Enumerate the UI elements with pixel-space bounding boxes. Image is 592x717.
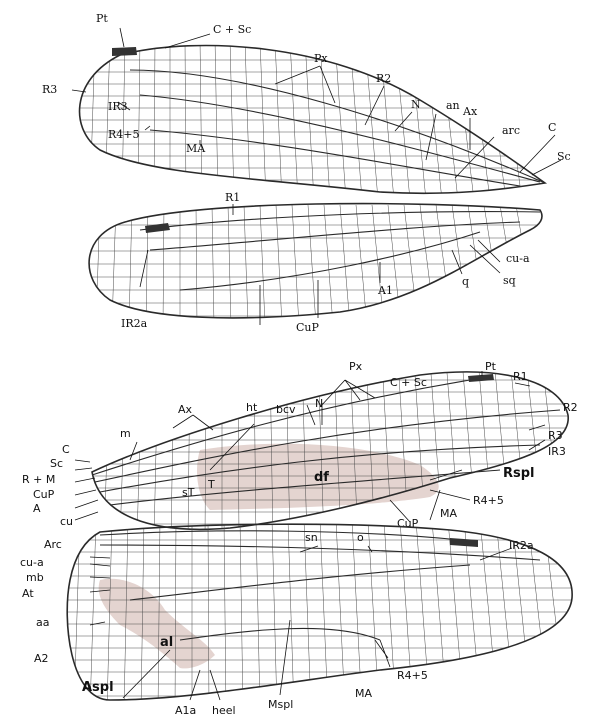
pterostigma-shape xyxy=(145,223,170,233)
label-t: T xyxy=(207,478,215,491)
label-a: A xyxy=(33,502,41,515)
label-st: sT xyxy=(182,486,195,499)
label-cup: CuP xyxy=(296,321,320,334)
label-sc: Sc xyxy=(50,457,63,470)
label-ir2a: IR2a xyxy=(509,539,534,552)
label-ir2a: IR2a xyxy=(121,317,148,330)
label-pt: Pt xyxy=(96,12,108,25)
bottom-forewing xyxy=(80,360,580,540)
label-r2: R2 xyxy=(376,72,391,85)
label-a2: A2 xyxy=(34,652,49,665)
label-mb: mb xyxy=(26,571,44,584)
bottom-hindwing xyxy=(60,520,580,710)
label-r-m: R + M xyxy=(22,473,55,486)
label-c: C xyxy=(548,121,556,134)
label-mspl: Mspl xyxy=(268,698,293,711)
label-a1a: A1a xyxy=(175,704,196,717)
label-r2: R2 xyxy=(563,401,578,414)
label-sn: sn xyxy=(305,531,318,544)
label-at: At xyxy=(22,587,34,600)
label-sq: sq xyxy=(503,274,516,287)
label-al: al xyxy=(160,635,173,650)
top-hindwing xyxy=(80,204,560,325)
label-arc: Arc xyxy=(44,538,62,551)
label-c-sc: C + Sc xyxy=(213,23,251,36)
label-an: an xyxy=(446,99,460,112)
label-cu-a: cu-a xyxy=(20,556,44,569)
label-n: N xyxy=(411,98,421,111)
label-a1: A1 xyxy=(377,284,393,297)
label-cu-a: cu-a xyxy=(506,252,530,265)
label-ir3: IR3 xyxy=(548,445,566,458)
label-ma: MA xyxy=(355,687,372,700)
top-hindwing-labels: R1 cu-a sq q IR2a A1 CuP xyxy=(121,191,530,334)
top-hindwing-leaders xyxy=(140,204,500,325)
label-pt: Pt xyxy=(485,360,497,373)
label-o: o xyxy=(357,531,364,544)
label-ax: Ax xyxy=(462,105,478,118)
label-r1: R1 xyxy=(513,370,528,383)
label-c: C xyxy=(62,443,70,456)
label-px: Px xyxy=(349,360,363,373)
label-r3: R3 xyxy=(548,429,563,442)
pterostigma-shape xyxy=(450,538,478,547)
label-r45: R4+5 xyxy=(473,494,504,507)
label-cup: CuP xyxy=(33,488,55,501)
label-n: N xyxy=(315,397,323,410)
label-sc: Sc xyxy=(557,150,571,163)
label-cu: cu xyxy=(60,515,73,528)
label-r45: R4+5 xyxy=(108,128,140,141)
label-ax: Ax xyxy=(178,403,193,416)
label-aa: aa xyxy=(36,616,49,629)
label-m: m xyxy=(120,427,131,440)
label-bcv: bcv xyxy=(276,403,296,416)
label-ma: MA xyxy=(440,507,457,520)
label-c-sc: C + Sc xyxy=(390,376,427,389)
label-px: Px xyxy=(314,52,328,65)
label-df: df xyxy=(314,470,329,485)
label-q: q xyxy=(462,275,469,288)
label-heel: heel xyxy=(212,704,236,717)
label-r3: R3 xyxy=(42,83,57,96)
label-ht: ht xyxy=(246,401,258,414)
label-ir3: IR3 xyxy=(108,100,128,113)
label-r1: R1 xyxy=(225,191,240,204)
label-arc: arc xyxy=(502,124,520,137)
label-ma: MA xyxy=(186,142,206,155)
label-rspl: Rspl xyxy=(503,466,535,481)
label-r45: R4+5 xyxy=(397,669,428,682)
label-aspl: Aspl xyxy=(82,680,114,695)
pterostigma-shape xyxy=(468,374,494,382)
pterostigma-shape xyxy=(112,47,137,56)
